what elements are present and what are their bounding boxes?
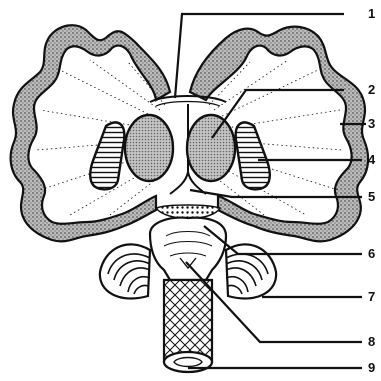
callout-8: 8 bbox=[368, 334, 375, 349]
callout-2: 2 bbox=[368, 82, 375, 97]
callout-7: 7 bbox=[368, 289, 375, 304]
callout-6: 6 bbox=[368, 246, 375, 261]
callout-numbers: 1 2 3 4 5 6 7 8 9 bbox=[368, 6, 376, 375]
callout-9: 9 bbox=[368, 360, 375, 375]
callout-3: 3 bbox=[368, 116, 375, 131]
right-cerebellum bbox=[226, 244, 276, 298]
spinal-cord bbox=[164, 280, 212, 372]
callout-4: 4 bbox=[368, 152, 376, 167]
callout-1: 1 bbox=[368, 6, 375, 21]
left-lentiform-nucleus bbox=[90, 122, 124, 189]
pons-commissure bbox=[156, 205, 220, 219]
brainstem-pons bbox=[150, 218, 226, 280]
left-cerebellum bbox=[100, 244, 150, 298]
left-thalamus bbox=[125, 115, 173, 181]
callout-5: 5 bbox=[368, 189, 375, 204]
right-thalamus bbox=[187, 115, 235, 181]
right-lentiform-nucleus bbox=[236, 122, 270, 189]
